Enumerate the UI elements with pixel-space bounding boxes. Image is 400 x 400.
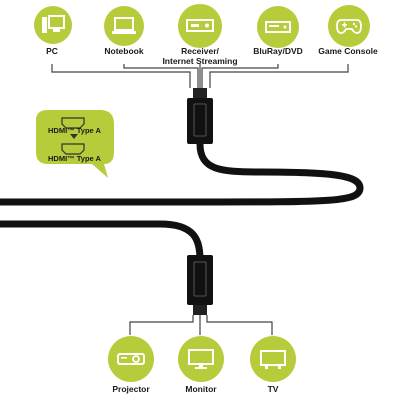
hdmi-cable xyxy=(0,140,364,206)
monitor-icon xyxy=(188,349,214,369)
gamepad-icon xyxy=(336,19,362,34)
receiver-label-line2: Internet Streaming xyxy=(162,56,238,66)
hdmi-cable-lower xyxy=(0,220,204,261)
receiver-icon xyxy=(186,19,214,32)
source-receiver xyxy=(178,4,222,48)
output-label-monitor: Monitor xyxy=(185,384,217,394)
pc-icon xyxy=(42,15,65,33)
notebook-icon xyxy=(112,17,136,34)
bottom-fan-lines xyxy=(129,315,273,335)
source-label-receiver: Receiver/ Internet Streaming xyxy=(162,46,237,66)
source-label-notebook: Notebook xyxy=(104,46,144,56)
output-tv xyxy=(250,336,296,382)
tv-icon xyxy=(260,350,286,369)
output-label-tv: TV xyxy=(267,384,279,394)
bubble-top-label: HDMI™ Type A xyxy=(48,126,101,135)
source-notebook xyxy=(104,6,144,46)
top-hdmi-plug xyxy=(187,88,213,144)
source-pc xyxy=(34,6,72,44)
top-fan-lines xyxy=(51,64,349,88)
source-game-console xyxy=(328,5,370,47)
bottom-hdmi-plug xyxy=(187,255,213,315)
bluray-icon xyxy=(265,21,291,33)
output-projector xyxy=(108,336,154,382)
receiver-label-line1: Receiver/ xyxy=(181,46,219,56)
source-label-pc: PC xyxy=(46,46,58,56)
source-label-bluray: BluRay/DVD xyxy=(253,46,303,56)
bubble-bottom-label: HDMI™ Type A xyxy=(48,154,101,163)
projector-icon xyxy=(117,353,145,365)
source-label-game-console: Game Console xyxy=(318,46,378,56)
output-label-projector: Projector xyxy=(112,384,150,394)
source-bluray xyxy=(257,6,299,48)
output-monitor xyxy=(178,336,224,382)
